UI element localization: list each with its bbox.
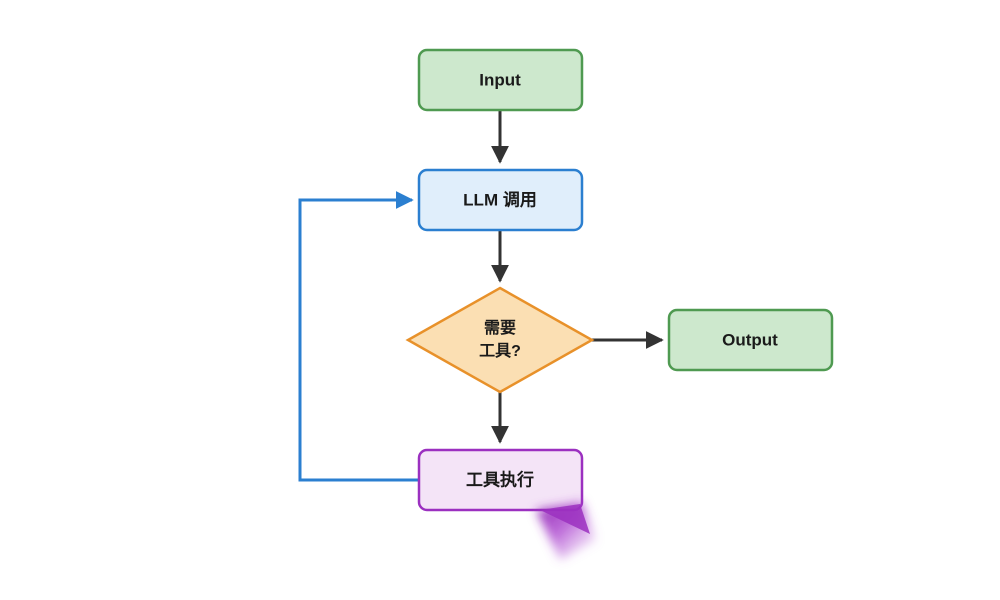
node-need-tools-label-line1: 需要 [484,318,516,337]
node-output-label: Output [722,330,778,349]
node-tool-exec[interactable]: 工具执行 [417,448,584,512]
node-tool-exec-label: 工具执行 [466,469,534,489]
node-input-shape[interactable] [417,48,584,112]
node-need-tools-shape[interactable] [405,286,595,394]
node-llm-call-label: LLM 调用 [463,190,537,209]
node-llm-call-shape[interactable] [417,168,584,232]
node-tool-exec-shape[interactable] [417,448,584,512]
node-input-label: Input [479,70,521,89]
node-output[interactable]: Output [667,308,834,372]
cursor-glow-artifact [536,502,596,560]
node-need-tools-label-line2: 工具? [479,342,521,360]
edge-path-feedback-loop [298,191,419,482]
node-llm-call[interactable]: LLM 调用 [417,168,584,232]
node-input[interactable]: Input [417,48,584,112]
edge-tool-to-llm-loop [298,191,419,482]
cursor-glow-core [540,504,590,534]
node-output-shape[interactable] [667,308,834,372]
node-need-tools-decision[interactable]: 需要 工具? [405,286,595,394]
